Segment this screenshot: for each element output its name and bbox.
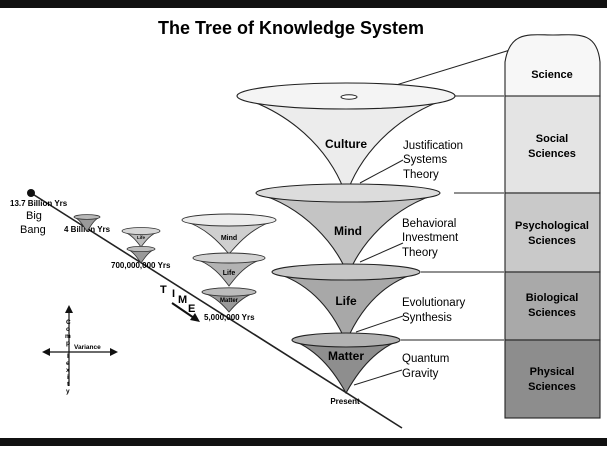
complexity-o: o (66, 326, 70, 333)
complexity-p: p (66, 340, 70, 347)
present-label: Present (330, 397, 360, 406)
column-science-label: Science (531, 69, 573, 81)
time-letter-m: M (178, 294, 187, 306)
theory-culture-3: Theory (403, 169, 439, 181)
cone-life: Life (271, 263, 421, 344)
column-social-label-2: Sciences (528, 148, 576, 160)
theory-mind-2: Investment (402, 232, 459, 244)
small-cone-mind-label: Mind (221, 235, 237, 242)
cone-matter: Matter (291, 332, 401, 395)
column-psych-label-2: Sciences (528, 235, 576, 247)
column-psychological (504, 192, 601, 273)
small-cone-life2-label: Life (223, 270, 236, 277)
complexity-i: i (67, 374, 69, 381)
column-social (504, 95, 601, 194)
column-social-label-1: Social (536, 133, 568, 145)
complexity-variance-axes: Variance C o m p l e x i t y (42, 305, 118, 395)
theory-pointer-life (355, 315, 404, 333)
time-letter-t: T (160, 284, 167, 296)
big-bang-dot (27, 189, 35, 197)
column-bio-label-1: Biological (526, 292, 579, 304)
variance-arrow-left (42, 348, 50, 356)
column-physical (504, 339, 601, 419)
column-psych-label-1: Psychological (515, 220, 589, 232)
column-bio-label-2: Sciences (528, 307, 576, 319)
timeline-label-700m: 700,000,000 Yrs (111, 261, 171, 270)
complexity-e: e (66, 360, 70, 367)
science-hole (340, 94, 358, 100)
timeline-label-5m: 5,000,000 Yrs (204, 313, 255, 322)
column-dome (504, 34, 601, 97)
time-arrow-head (190, 313, 200, 322)
science-column: Science Social Sciences Psychological Sc… (504, 34, 601, 419)
bottom-border (0, 438, 607, 446)
theory-pointer-mind (359, 242, 404, 263)
big-bang-label-1: Big (26, 210, 42, 222)
complexity-l: l (67, 353, 69, 360)
column-phys-label-1: Physical (530, 366, 575, 378)
top-border (0, 0, 607, 8)
time-letter-i: I (172, 288, 175, 300)
theory-pointer-culture (359, 159, 404, 184)
cone-5m-matter: Matter (201, 287, 257, 313)
variance-arrow-right (110, 348, 118, 356)
theory-matter-2: Gravity (402, 368, 439, 380)
theory-mind-3: Theory (402, 247, 438, 259)
small-cone-life-label: Life (137, 235, 145, 240)
diagram-title: The Tree of Knowledge System (158, 18, 424, 38)
small-cone-matter-label: Matter (220, 298, 239, 304)
complexity-c: C (66, 319, 71, 326)
theory-life-2: Synthesis (402, 312, 452, 324)
theory-life-1: Evolutionary (402, 297, 466, 309)
cone-mind-label: Mind (334, 224, 362, 238)
variance-label: Variance (74, 344, 101, 351)
column-biological (504, 271, 601, 341)
theory-culture-2: Systems (403, 154, 447, 166)
cone-5m-life: Life (192, 252, 266, 287)
complexity-t: t (67, 381, 70, 388)
theory-culture-1: Justification (403, 140, 463, 152)
timeline-line (30, 192, 403, 429)
start-label: 13.7 Billion Yrs (10, 199, 68, 208)
cone-700m-matter (126, 245, 156, 264)
complexity-x: x (66, 367, 70, 374)
cone-700m-life: Life (121, 227, 161, 248)
cone-5m-mind: Mind (181, 213, 277, 255)
cone-culture-label: Culture (325, 137, 367, 151)
cone-4-billion (73, 214, 101, 232)
complexity-arrow-head (65, 305, 73, 313)
time-letter-e: E (188, 303, 195, 315)
complexity-y: y (66, 388, 70, 395)
big-bang-label-2: Bang (20, 224, 46, 236)
theory-matter-1: Quantum (402, 353, 449, 365)
column-phys-label-2: Sciences (528, 381, 576, 393)
theory-pointer-matter (353, 369, 403, 386)
complexity-m: m (65, 333, 71, 340)
cone-matter-label: Matter (328, 349, 364, 363)
cone-mind: Mind (255, 183, 441, 277)
cone-life-label: Life (335, 294, 357, 308)
theory-mind-1: Behavioral (402, 218, 456, 230)
